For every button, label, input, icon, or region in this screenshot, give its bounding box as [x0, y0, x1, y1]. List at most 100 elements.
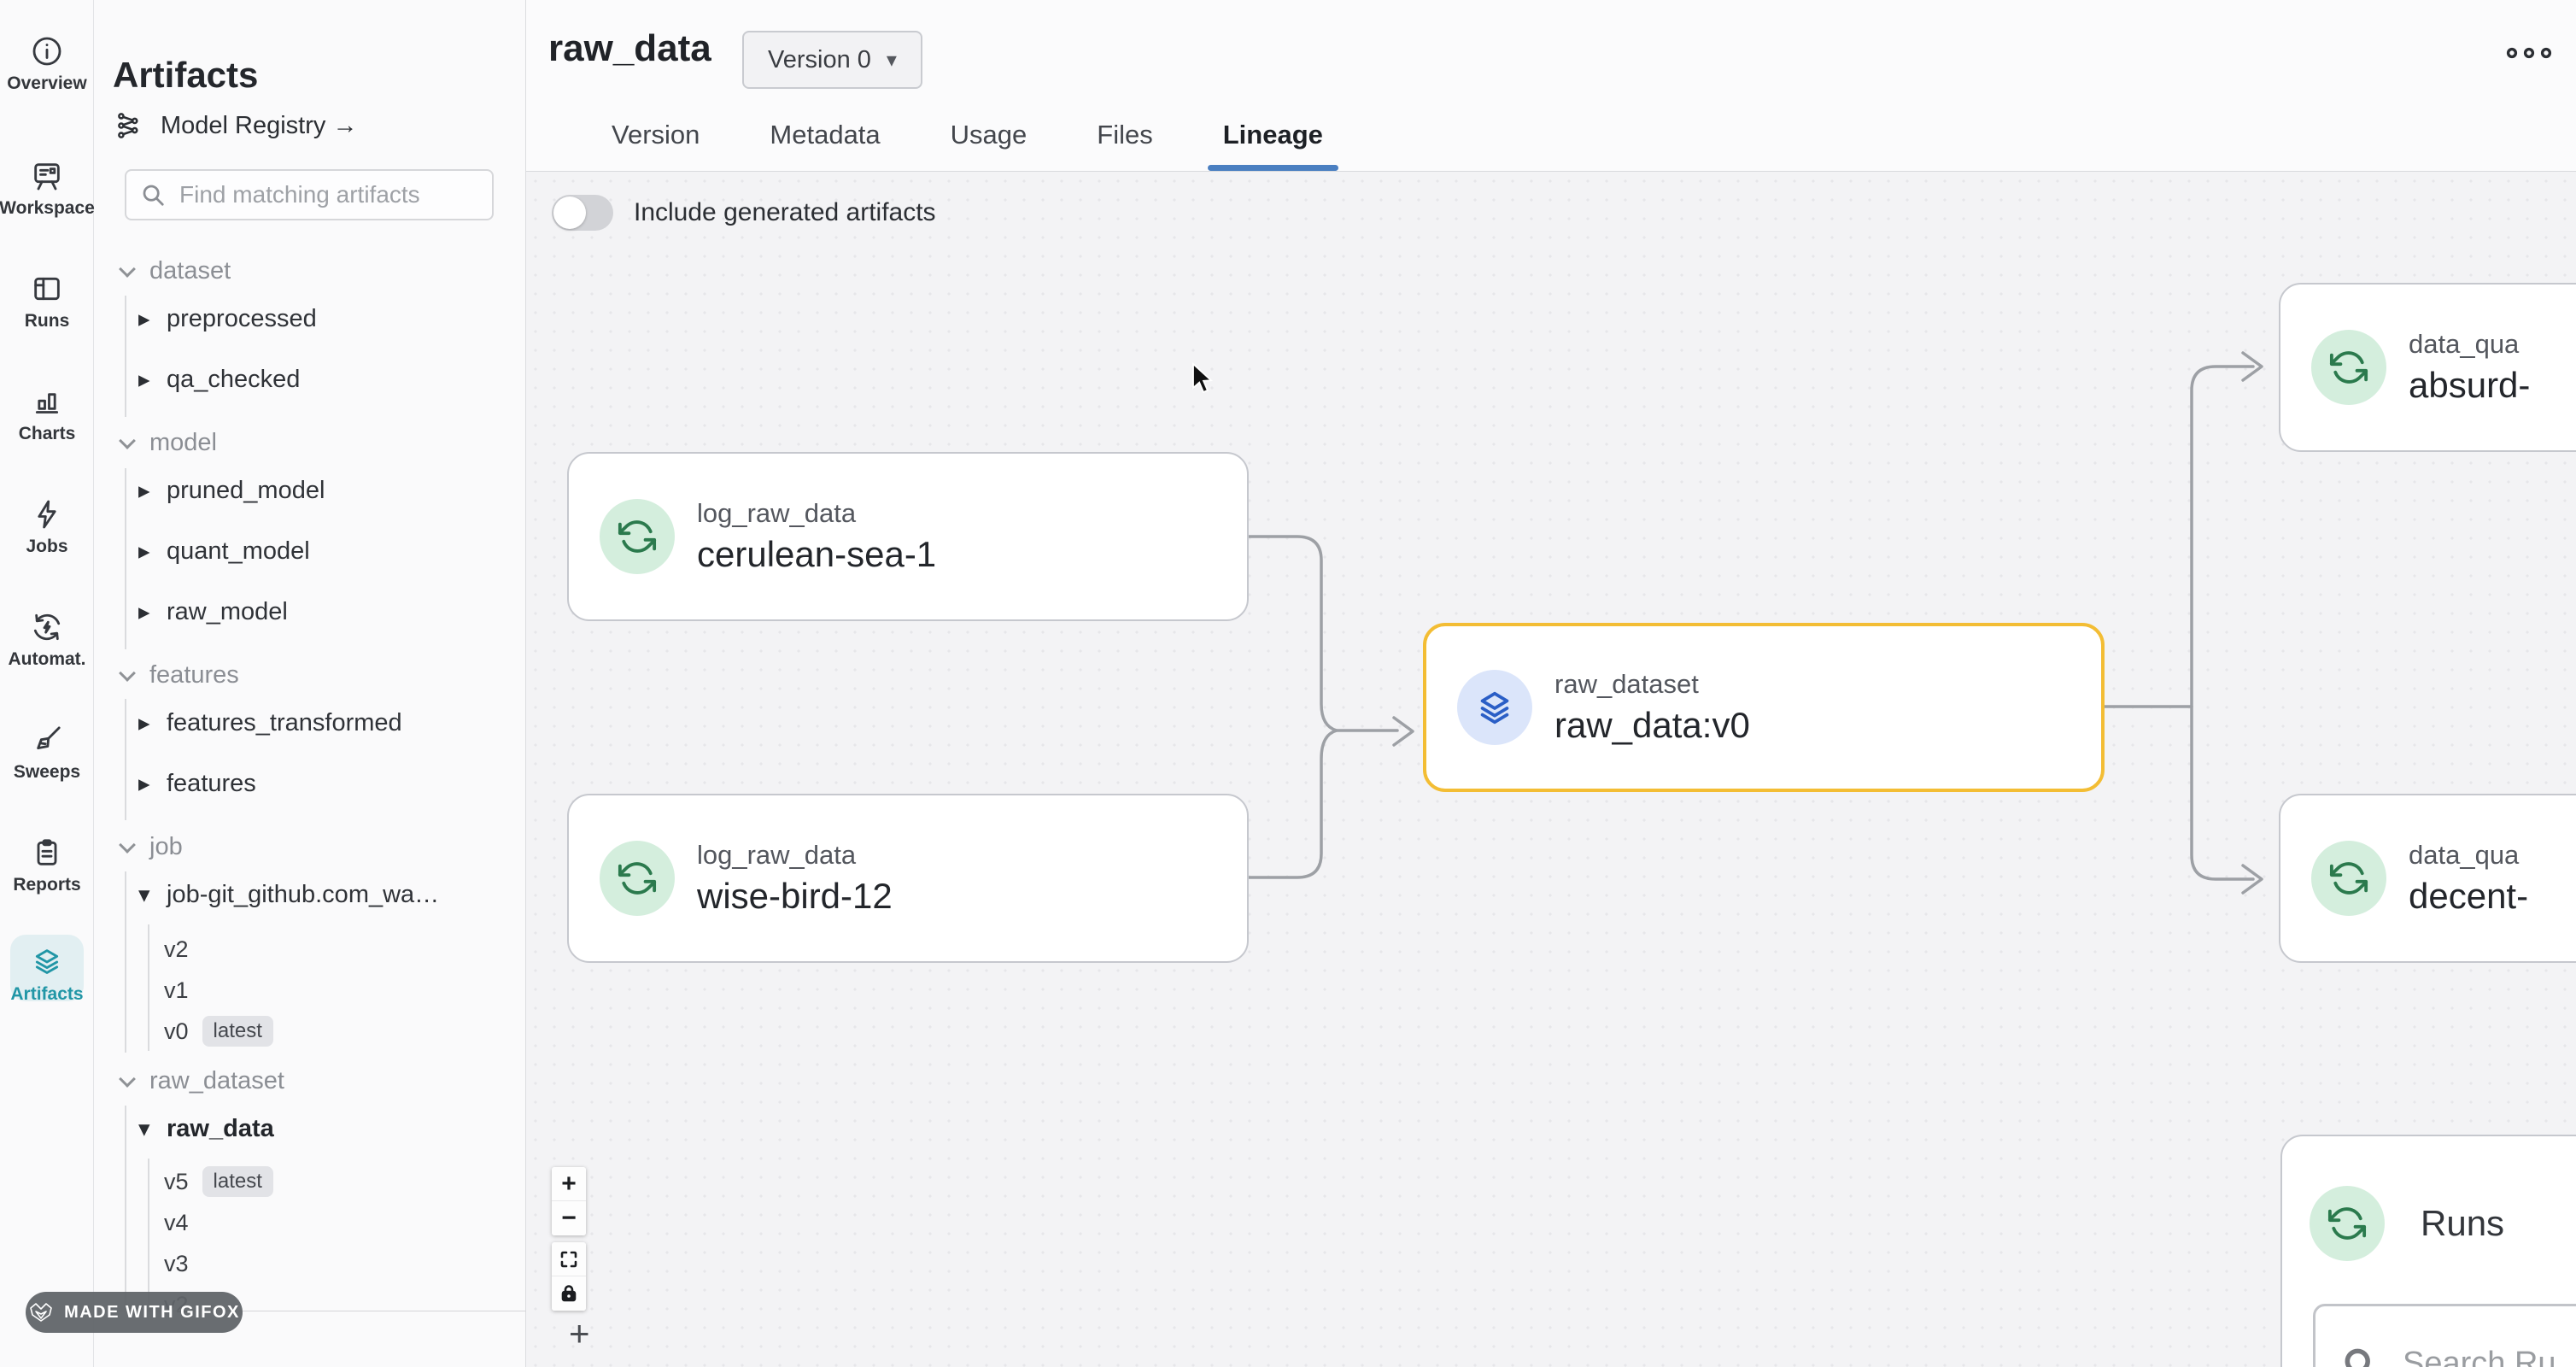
tree-item-raw-model[interactable]: raw_model — [94, 592, 526, 631]
version-dropdown[interactable]: Version 0 ▾ — [742, 31, 922, 89]
artifact-search-input[interactable] — [178, 180, 478, 209]
tree-version-v5[interactable]: v5 latest — [94, 1162, 526, 1201]
nav-label: Reports — [13, 875, 81, 895]
tree-version-v0[interactable]: v0 latest — [94, 1012, 526, 1051]
tree-version-v2[interactable]: v2 — [94, 930, 526, 969]
tree-group-label: raw_dataset — [149, 1066, 284, 1094]
model-registry-icon — [118, 113, 138, 138]
model-registry-link[interactable]: Model Registry → — [114, 109, 357, 142]
page-title: raw_data — [548, 27, 711, 69]
tree-item-raw-data[interactable]: raw_data — [94, 1109, 526, 1148]
tree-version-v3[interactable]: v3 — [94, 1244, 526, 1283]
tree-item-label: job-git_github.com_wa… — [167, 880, 440, 908]
include-generated-artifacts-toggle[interactable] — [552, 195, 613, 231]
run-sync-icon — [2310, 1186, 2385, 1261]
nav-automations[interactable]: Automat. — [0, 610, 94, 704]
tree-group-dataset[interactable]: dataset — [94, 251, 526, 290]
caret-right-icon — [138, 308, 157, 331]
runs-panel-title: Runs — [2421, 1203, 2505, 1243]
tree-group-label: dataset — [149, 256, 231, 285]
toggle-label: Include generated artifacts — [634, 198, 936, 226]
nav-reports[interactable]: Reports — [0, 836, 94, 930]
search-icon — [2345, 1348, 2370, 1367]
node-artifact-raw-data-v0[interactable]: raw_dataset raw_data:v0 — [1423, 623, 2105, 792]
nav-jobs[interactable]: Jobs — [0, 497, 94, 591]
node-text: raw_dataset raw_data:v0 — [1554, 669, 1750, 746]
node-type-label: data_qua — [2409, 840, 2520, 870]
tree-version-v4[interactable]: v4 — [94, 1203, 526, 1242]
toggle-row: Include generated artifacts — [552, 195, 936, 231]
tree-item-pruned-model[interactable]: pruned_model — [94, 471, 526, 510]
nav-sweeps[interactable]: Sweeps — [0, 723, 94, 817]
artifact-tabs: Version Metadata Usage Files Lineage — [610, 120, 1339, 171]
caret-right-icon — [138, 712, 157, 735]
chevron-down-icon — [120, 435, 135, 450]
lock-button[interactable] — [552, 1276, 586, 1311]
artifacts-sidebar: Artifacts Model Registry → dataset prepr… — [94, 0, 590, 1367]
tab-lineage[interactable]: Lineage — [1207, 120, 1339, 171]
tree-group-raw-dataset[interactable]: raw_dataset — [94, 1061, 526, 1100]
node-run-absurd[interactable]: data_qua absurd- — [2279, 283, 2576, 452]
nav-label: Workspace — [0, 198, 95, 218]
fit-view-icon — [560, 1251, 577, 1267]
add-artifact-button[interactable]: + — [569, 1313, 590, 1353]
indent-guide — [125, 296, 126, 417]
node-name: cerulean-sea-1 — [697, 534, 937, 574]
node-run-decent[interactable]: data_qua decent- — [2279, 794, 2576, 963]
tab-version[interactable]: Version — [612, 120, 700, 150]
tree-item-job-git[interactable]: job-git_github.com_wa… — [94, 875, 526, 914]
nav-charts[interactable]: Charts — [0, 384, 94, 478]
tree-item-preprocessed[interactable]: preprocessed — [94, 299, 526, 338]
node-text: data_qua decent- — [2409, 840, 2528, 917]
tree-item-label: preprocessed — [167, 304, 317, 332]
artifact-layers-icon — [1457, 670, 1532, 745]
artifact-header: raw_data Version 0 ▾ Version Metadata Us… — [526, 0, 2576, 172]
tree-item-features-transformed[interactable]: features_transformed — [94, 703, 526, 742]
node-run-wise-bird-12[interactable]: log_raw_data wise-bird-12 — [567, 794, 1249, 963]
workspace-board-icon — [34, 163, 60, 191]
tree-group-model[interactable]: model — [94, 423, 526, 462]
tree-version-v1[interactable]: v1 — [94, 971, 526, 1010]
caret-right-icon — [138, 601, 157, 624]
tree-item-features[interactable]: features — [94, 764, 526, 803]
caret-down-icon — [138, 883, 157, 906]
artifact-search-box[interactable] — [125, 169, 494, 220]
indent-guide — [148, 924, 149, 1051]
zoom-out-button[interactable]: − — [552, 1201, 586, 1235]
tree-group-features[interactable]: features — [94, 655, 526, 695]
tree-item-qa-checked[interactable]: qa_checked — [94, 360, 526, 399]
tab-usage[interactable]: Usage — [950, 120, 1027, 150]
runs-search-box[interactable] — [2313, 1304, 2576, 1367]
toggle-knob — [553, 197, 586, 229]
nav-label: Sweeps — [13, 762, 81, 782]
runs-search-input[interactable] — [2401, 1344, 2576, 1367]
runs-table-icon — [34, 277, 60, 301]
bar-chart-icon — [35, 393, 59, 414]
nav-overview[interactable]: Overview — [0, 34, 94, 128]
version-label: v4 — [164, 1209, 189, 1235]
tree-item-quant-model[interactable]: quant_model — [94, 531, 526, 571]
indent-guide — [125, 871, 126, 1053]
caret-right-icon — [138, 772, 157, 795]
automation-cycle-icon — [33, 613, 61, 641]
version-label: v1 — [164, 977, 189, 1003]
nav-label: Charts — [18, 424, 76, 443]
zoom-in-button[interactable]: + — [552, 1167, 586, 1201]
tree-group-job[interactable]: job — [94, 827, 526, 866]
chevron-down-icon — [120, 263, 135, 279]
nav-runs[interactable]: Runs — [0, 272, 94, 366]
node-run-cerulean-sea-1[interactable]: log_raw_data cerulean-sea-1 — [567, 452, 1249, 621]
info-icon — [32, 37, 61, 66]
runs-panel-header: Runs — [2310, 1186, 2504, 1261]
tab-files[interactable]: Files — [1097, 120, 1153, 150]
nav-artifacts[interactable]: Artifacts — [0, 935, 94, 1039]
nav-workspace[interactable]: Workspace — [0, 159, 95, 253]
overflow-menu-button[interactable] — [2504, 44, 2554, 62]
indent-guide — [125, 1106, 126, 1311]
tree-group-label: job — [149, 832, 183, 860]
tree-item-label: quant_model — [167, 537, 310, 565]
chevron-down-icon — [120, 667, 135, 683]
tree-item-label: features — [167, 769, 256, 797]
fit-view-button[interactable] — [552, 1242, 586, 1276]
tab-metadata[interactable]: Metadata — [770, 120, 881, 150]
